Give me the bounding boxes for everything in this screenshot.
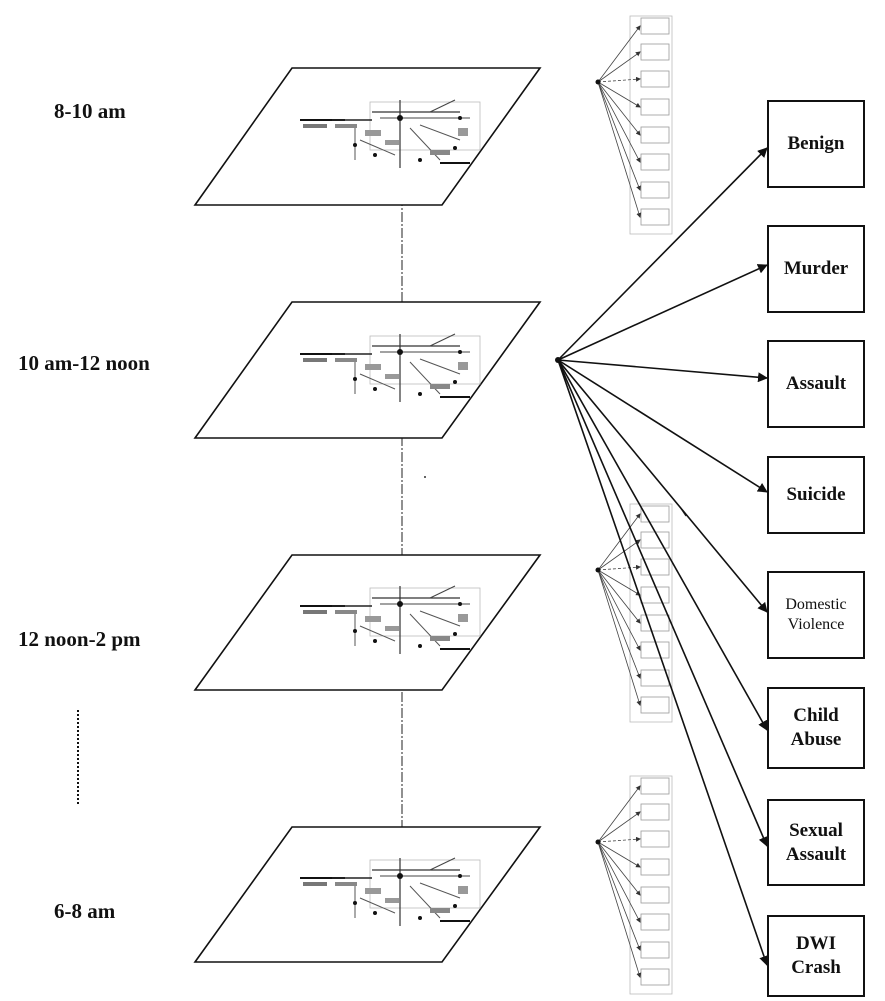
outcome-arrow xyxy=(557,359,769,847)
outcome-label-line2: Abuse xyxy=(790,729,842,750)
outcome-arrow xyxy=(557,359,768,493)
outcome-arrow xyxy=(557,359,768,731)
outcome-arrow xyxy=(557,264,768,361)
outcome-label-line1: Sexual xyxy=(789,819,843,841)
time-label-12noon-2pm: 12 noon-2 pm xyxy=(18,627,141,651)
outcome-arrow xyxy=(557,359,768,383)
outcome-label-line2: Violence xyxy=(787,616,845,633)
mini-fan-plane-4 xyxy=(596,776,673,994)
outcome-box-dwi-crash: DWI Crash xyxy=(767,915,865,997)
outcome-label-line1: Child xyxy=(793,705,839,727)
outcome-box-sexual-assault: Sexual Assault xyxy=(767,799,865,886)
outcome-label-line1: Domestic xyxy=(785,596,847,613)
outcome-box-assault: Assault xyxy=(767,340,865,428)
outcome-label-line2: Crash xyxy=(791,957,841,978)
time-label-8-10am: 8-10 am xyxy=(54,99,126,123)
mini-fan-plane-1 xyxy=(596,16,673,234)
outcome-label-line1: DWI xyxy=(795,933,837,955)
time-plane xyxy=(193,67,542,206)
outcome-box-child-abuse: Child Abuse xyxy=(767,687,865,769)
arrow-origin xyxy=(555,357,561,363)
outcome-box-suicide: Suicide xyxy=(767,456,865,534)
outcome-label-line2: Assault xyxy=(785,843,847,865)
outcome-label: Murder xyxy=(783,258,849,280)
time-plane xyxy=(193,826,542,963)
time-plane xyxy=(193,554,542,691)
time-plane xyxy=(193,301,542,439)
outcome-arrow xyxy=(557,359,768,613)
outcome-label: Suicide xyxy=(786,484,846,506)
time-label-6-8am: 6-8 am xyxy=(54,899,116,923)
outcome-label: Benign xyxy=(787,133,845,155)
outcome-box-domestic-violence: Domestic Violence xyxy=(767,571,865,659)
time-label-10am-12noon: 10 am-12 noon xyxy=(18,351,150,375)
outcome-box-murder: Murder xyxy=(767,225,865,313)
outcome-arrow xyxy=(557,147,768,361)
outcome-box-benign: Benign xyxy=(767,100,865,188)
outcome-arrow xyxy=(557,359,769,966)
outcome-label: Assault xyxy=(785,373,847,395)
